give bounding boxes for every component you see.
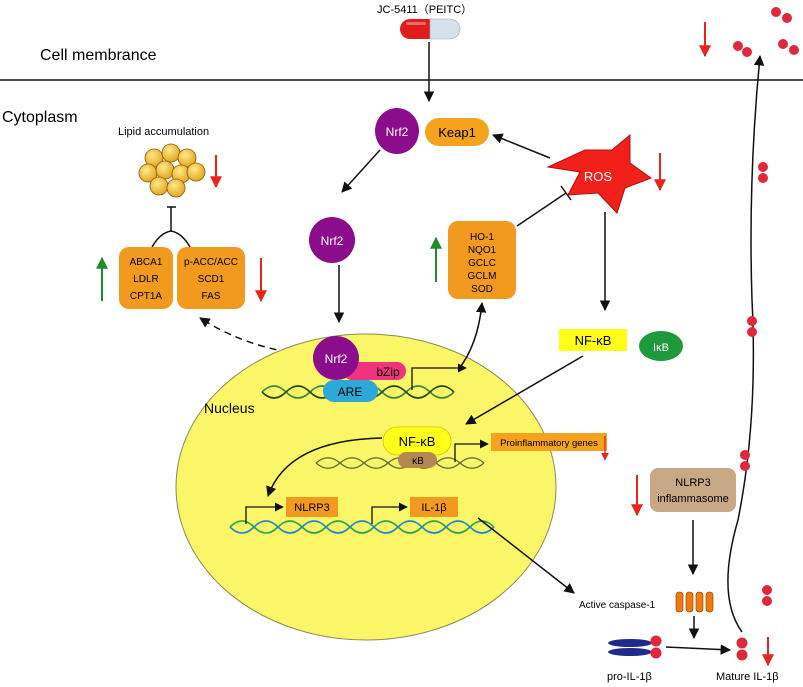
antioxidant-genes-box: [448, 221, 516, 299]
nlrp3-gene-label: NLRP3: [294, 502, 329, 514]
gene-abca1: ABCA1: [130, 257, 163, 268]
lipid-inhibit-fork: [151, 230, 191, 248]
gene-nqo1: NQO1: [468, 245, 497, 256]
pro-to-mature-arrow: [665, 644, 732, 655]
il1b-secretion-arrow: [727, 54, 765, 633]
nlrp3-transcription-arrow: [245, 502, 284, 524]
gene-pacc: p-ACC/ACC: [184, 257, 238, 268]
caspase-icon: [675, 591, 714, 613]
nucleus-label: Nucleus: [204, 400, 255, 416]
gene-ho1: HO-1: [470, 232, 494, 243]
ros-star: [546, 133, 653, 214]
ros-label: ROS: [584, 169, 613, 184]
il1b-gene-box: [410, 497, 458, 517]
are-transcription-arrow: [411, 363, 467, 390]
mature-il1b-label: Mature IL-1β: [716, 671, 779, 683]
nucleus: [175, 333, 557, 641]
cytoplasm-label: Cytoplasm: [2, 109, 78, 126]
nfkb-cyto-box: [559, 329, 627, 351]
pro-il1b-label: pro-IL-1β: [607, 671, 652, 683]
il1b-secretion-dots: [740, 162, 772, 606]
nrf2-label-free: Nrf2: [321, 234, 344, 248]
antioxidant-inhibits-ros: [516, 192, 567, 227]
nfkb-to-nlrp3-arrow: [266, 437, 383, 497]
gene-scd1: SCD1: [198, 274, 225, 285]
are-to-antioxidant-arrow: [457, 301, 487, 371]
lipid-droplets-icon: [138, 143, 206, 198]
proinflam-label: Proinflammatory genes: [500, 438, 598, 449]
nrf2-label-nucleus: Nrf2: [325, 352, 348, 366]
inhibit-bar-ros: [560, 185, 572, 201]
caspase-label: Active caspase-1: [579, 600, 656, 611]
release-nrf2-arrow: [341, 149, 381, 193]
gene-cpt1a: CPT1A: [130, 291, 163, 302]
nrf2-label-top: Nrf2: [386, 125, 409, 139]
ikb-label: IκB: [653, 342, 669, 354]
gene-fas: FAS: [202, 291, 221, 302]
mature-il1b-icon: [736, 637, 748, 661]
are-label: ARE: [338, 385, 363, 399]
gene-sod: SOD: [471, 284, 493, 295]
ikb-bubble: [639, 331, 683, 361]
gene-ldlr: LDLR: [133, 274, 159, 285]
gene-to-caspase-arrow: [477, 517, 575, 594]
ros-to-keap1-arrow: [492, 133, 551, 159]
nrf2-keap1-bubble: [375, 108, 419, 154]
proinflam-box: [491, 433, 607, 451]
membrane-label: Cell membrance: [40, 47, 157, 64]
are-bubble: [323, 380, 378, 402]
inflammasome-label-1: NLRP3: [675, 477, 710, 489]
nfkb-nucleus-label: NF-κB: [399, 434, 436, 449]
il1b-gene-label: IL-1β: [421, 502, 446, 514]
dna-helix-nlrp3: [229, 520, 495, 534]
free-nrf2-bubble: [309, 217, 355, 263]
nfkb-cyto-label: NF-κB: [575, 333, 612, 348]
kb-label: κB: [412, 456, 424, 467]
bzip-label: bZip: [376, 365, 400, 379]
capsule-icon: [400, 18, 461, 40]
drug-label: JC-5411（PEITC）: [377, 3, 472, 16]
keap1-label: Keap1: [438, 125, 476, 140]
extracellular-il1b-dots: [733, 7, 799, 57]
kb-bubble: [398, 452, 437, 468]
lipid-genes-down-box: [177, 247, 245, 309]
pro-il1b-icon: [608, 635, 662, 659]
lipid-genes-up-box: [119, 247, 173, 309]
inflammasome-label-2: inflammasome: [657, 493, 729, 505]
il1b-transcription-arrow: [371, 502, 408, 524]
lipid-label: Lipid accumulation: [118, 126, 209, 138]
nrf2-nucleus-bubble: [313, 336, 359, 380]
nfkb-translocation-arrow: [465, 355, 584, 425]
bzip-bubble: [343, 362, 406, 380]
nfkb-transcription-arrow: [454, 439, 489, 462]
gene-gclm: GCLM: [468, 271, 497, 282]
nlrp3-gene-box: [286, 497, 338, 517]
gene-gclc: GCLC: [468, 258, 496, 269]
keap1-bubble: [425, 118, 489, 146]
inflammasome-box: [650, 468, 736, 512]
